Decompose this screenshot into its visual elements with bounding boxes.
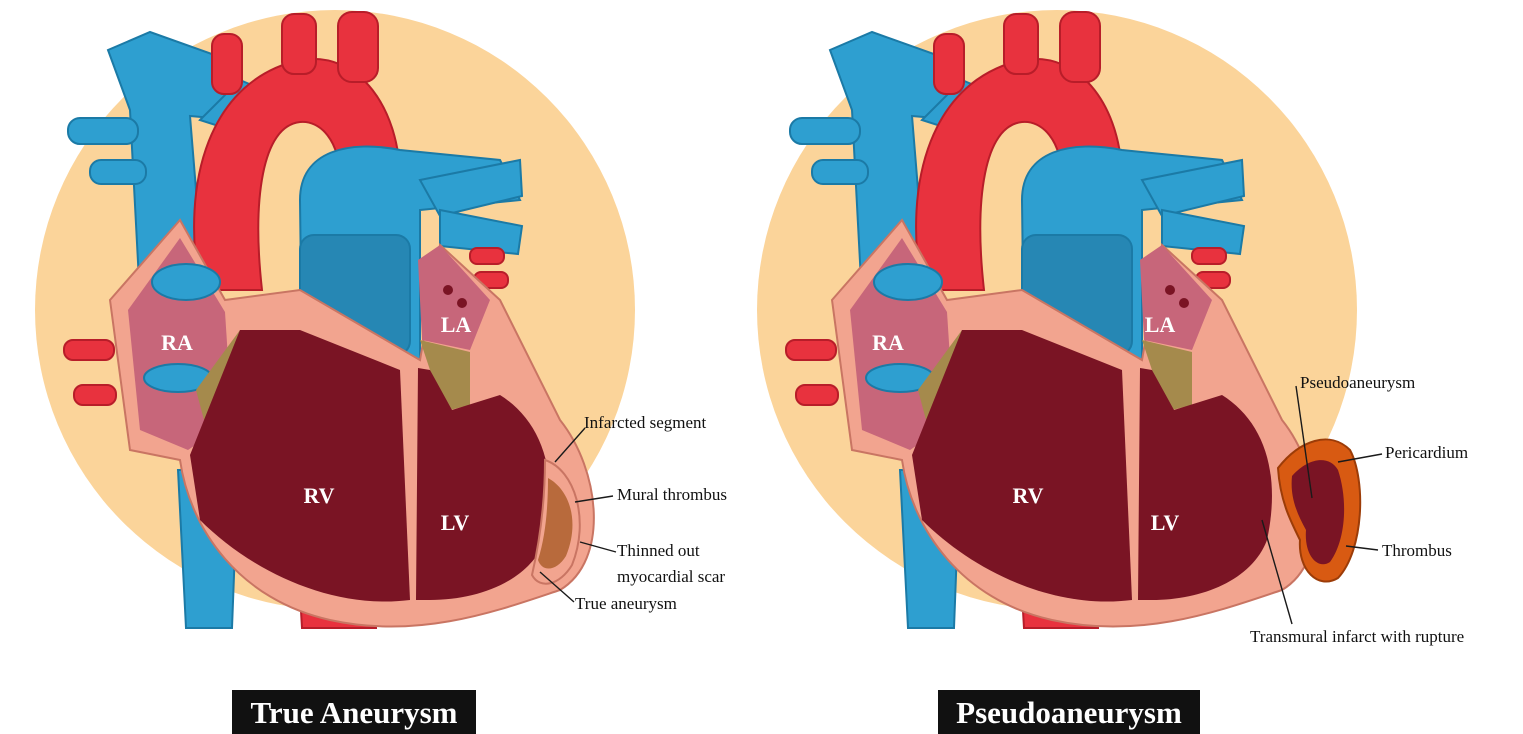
callout-true-aneurysm: True aneurysm [575, 594, 677, 613]
label-lv-true: LV [441, 510, 470, 535]
label-la-pseudo: LA [1145, 312, 1176, 337]
callout-thrombus: Thrombus [1382, 541, 1452, 560]
callout-thinned-scar-line2: myocardial scar [617, 567, 725, 586]
callout-infarcted-segment: Infarcted segment [584, 413, 707, 432]
callout-pericardium: Pericardium [1385, 443, 1468, 462]
label-ra-pseudo: RA [872, 330, 904, 355]
callout-thinned-scar-line1: Thinned out [617, 541, 700, 560]
label-ra-true: RA [161, 330, 193, 355]
heart-illustration-true [35, 10, 635, 628]
callout-pseudoaneurysm: Pseudoaneurysm [1300, 373, 1415, 392]
callout-transmural-infarct: Transmural infarct with rupture [1250, 627, 1464, 646]
heart-illustration-pseudo [757, 10, 1360, 628]
label-rv-true: RV [303, 483, 334, 508]
caption-pseudoaneurysm: Pseudoaneurysm [956, 695, 1182, 730]
caption-true-aneurysm: True Aneurysm [251, 695, 458, 730]
label-la-true: LA [441, 312, 472, 337]
label-rv-pseudo: RV [1012, 483, 1043, 508]
callout-mural-thrombus: Mural thrombus [617, 485, 727, 504]
label-lv-pseudo: LV [1151, 510, 1180, 535]
